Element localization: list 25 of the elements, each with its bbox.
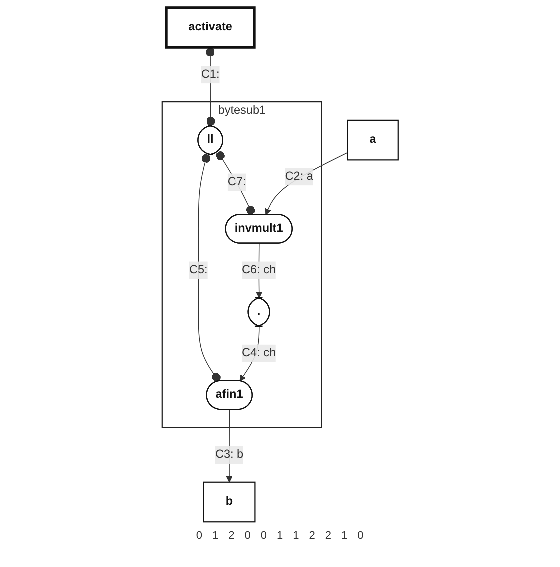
edge-label: C7: — [228, 176, 246, 188]
node-box: a — [346, 120, 399, 161]
port-number: 1 — [293, 530, 300, 542]
edge-label: C1: — [201, 68, 220, 81]
port-number: 1 — [276, 530, 284, 542]
port-number: 1 — [341, 530, 348, 542]
edge-label: C2: a — [284, 170, 314, 183]
edge-label: C6: ch — [242, 264, 276, 276]
edge-label: C3: b — [215, 448, 244, 462]
port-number: 0 — [358, 530, 364, 542]
port-number: 0 — [196, 530, 202, 542]
node-box: b — [202, 482, 256, 523]
arrow — [264, 152, 348, 216]
port-number: 2 — [309, 530, 316, 542]
port-number: 2 — [325, 530, 332, 542]
port-number: 0 — [260, 530, 267, 542]
connector — [198, 154, 220, 382]
connector — [216, 151, 255, 216]
connector — [206, 47, 215, 127]
edge-label: C4: ch — [242, 347, 276, 360]
port-number: 1 — [212, 530, 219, 542]
node-box: activate — [164, 6, 256, 49]
edge-label: C5: — [189, 264, 208, 276]
port-number: 2 — [228, 530, 235, 542]
port-number: 0 — [244, 530, 251, 542]
